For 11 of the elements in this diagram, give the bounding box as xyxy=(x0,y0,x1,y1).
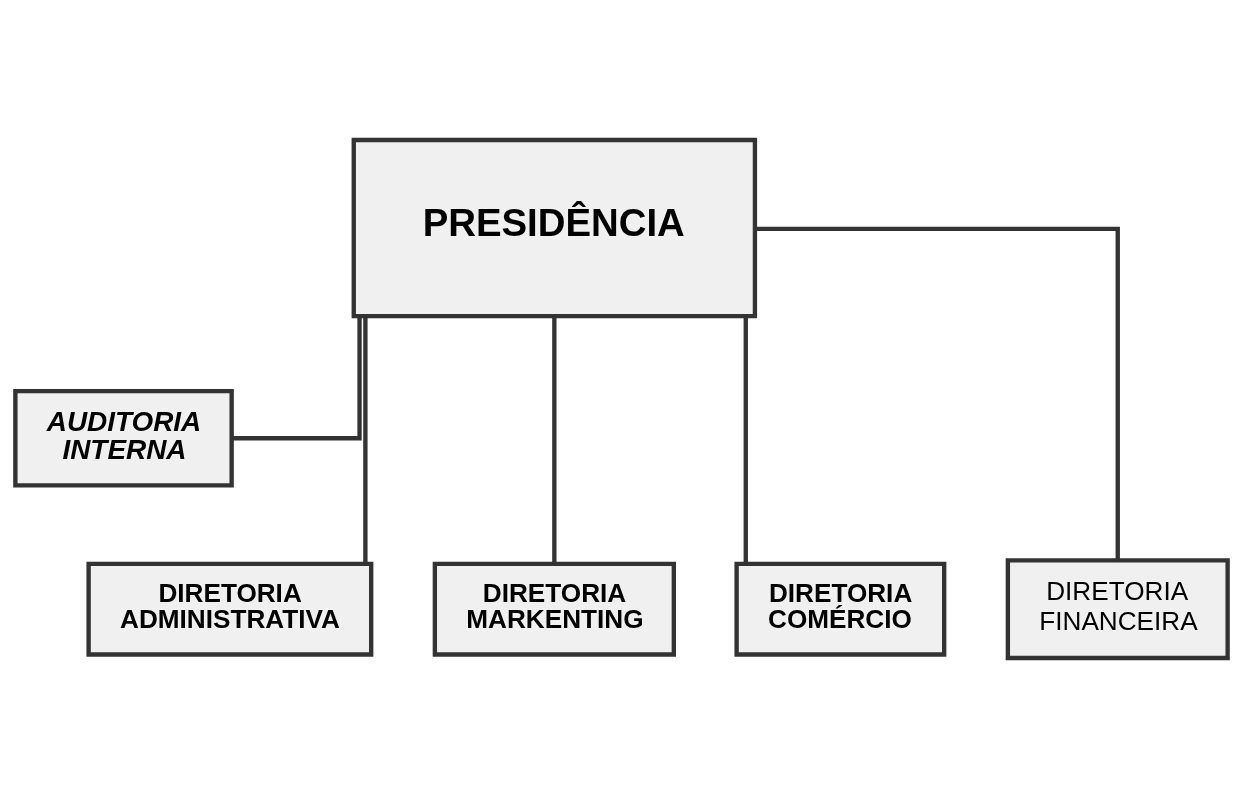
connector xyxy=(231,316,362,440)
connector xyxy=(755,226,1120,560)
node-box: DIRETORIA FINANCEIRA xyxy=(1005,557,1230,660)
connector xyxy=(743,315,748,563)
node-box: AUDITORIA INTERNA xyxy=(13,388,234,487)
connector xyxy=(552,315,557,563)
node-box: PRESIDÊNCIA xyxy=(351,137,758,318)
node-box: DIRETORIA MARKENTING xyxy=(432,561,676,657)
node-box: DIRETORIA ADMINISTRATIVA xyxy=(86,561,374,657)
node-box: DIRETORIA COMÉRCIO xyxy=(734,561,947,657)
connector xyxy=(363,315,368,563)
